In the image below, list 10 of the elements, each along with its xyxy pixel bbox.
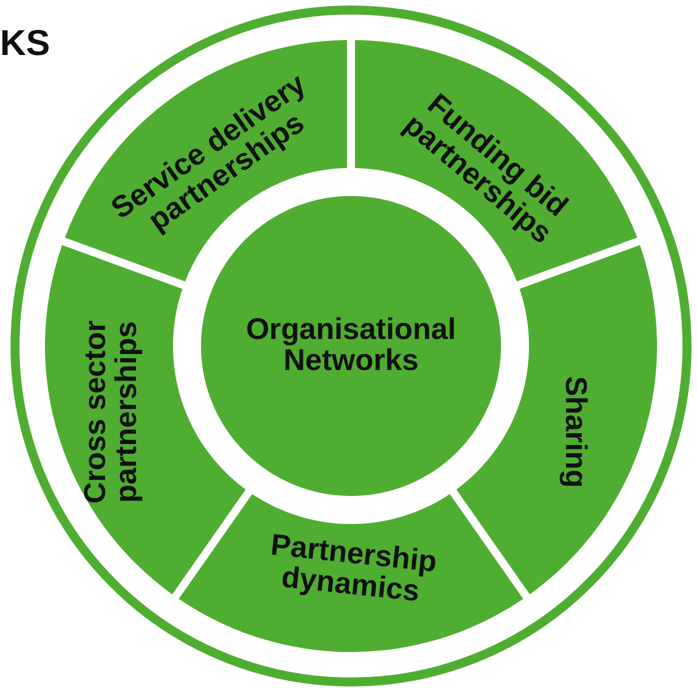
segment-label: Sharing bbox=[560, 376, 590, 488]
segment-label: Cross sector partnerships bbox=[81, 319, 143, 506]
ring-segment bbox=[456, 245, 657, 594]
ring-segment bbox=[64, 40, 347, 282]
segment-label: Organisational Networks bbox=[244, 315, 458, 377]
title-fragment: KS bbox=[0, 22, 50, 64]
ring-segment bbox=[45, 245, 246, 594]
ring-segment bbox=[178, 494, 524, 652]
ring-segment bbox=[355, 40, 638, 282]
segment-label: Partnership dynamics bbox=[268, 528, 440, 610]
